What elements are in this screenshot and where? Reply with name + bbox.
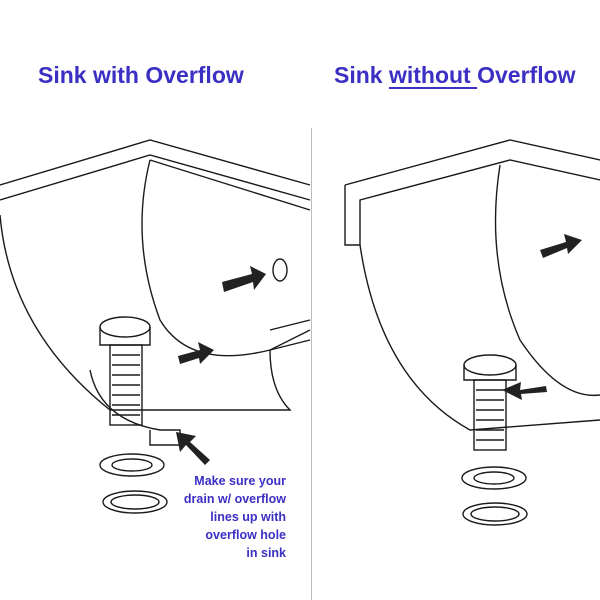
right-title-part: Overflow bbox=[477, 62, 576, 88]
note-line: lines up with bbox=[210, 510, 286, 524]
note-line: in sink bbox=[246, 546, 286, 560]
overflow-note: Make sure your drain w/ overflow lines u… bbox=[184, 472, 286, 562]
arrow-icon bbox=[540, 234, 582, 258]
left-sink-drawing bbox=[0, 139, 311, 514]
arrow-icons bbox=[176, 234, 582, 465]
divider bbox=[311, 128, 312, 600]
right-sink-drawing bbox=[344, 139, 600, 526]
arrow-icon bbox=[222, 266, 266, 292]
note-line: Make sure your bbox=[194, 474, 286, 488]
arrow-icon bbox=[178, 342, 214, 364]
right-title-underlined: without bbox=[388, 62, 478, 88]
note-line: overflow hole bbox=[205, 528, 286, 542]
left-title: Sink with Overflow bbox=[38, 62, 244, 88]
arrow-icon bbox=[176, 432, 210, 465]
note-line: drain w/ overflow bbox=[183, 492, 286, 506]
right-title: Sink without Overflow bbox=[334, 62, 576, 89]
arrow-icon bbox=[502, 382, 547, 400]
right-title-part: Sink bbox=[334, 62, 389, 88]
